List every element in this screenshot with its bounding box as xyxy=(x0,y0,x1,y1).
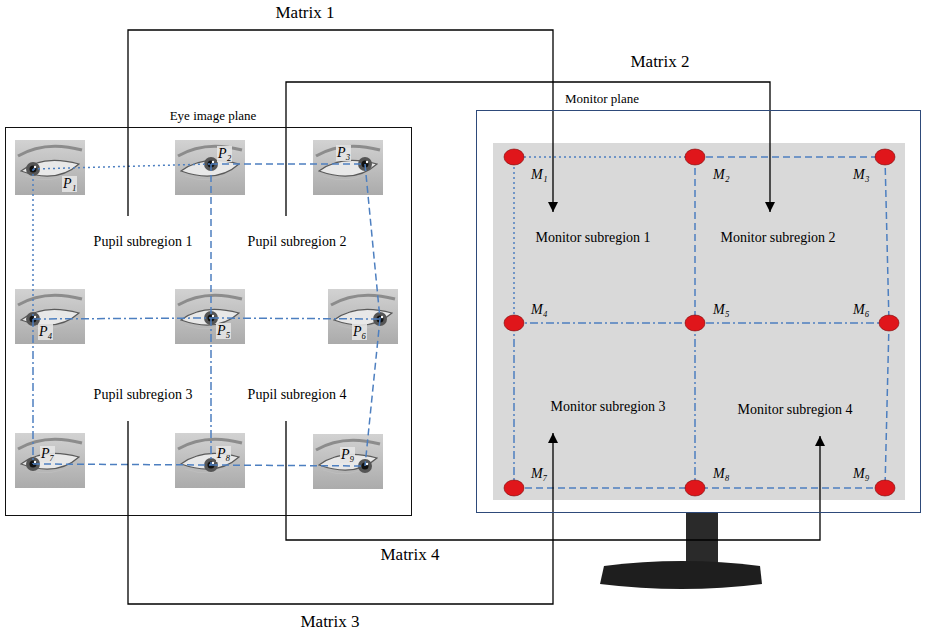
eye-thumbnail xyxy=(175,289,245,344)
pupil-subregion: Pupil subregion 3 xyxy=(86,369,201,421)
eye-thumbnail xyxy=(328,289,398,344)
calibration-dots xyxy=(504,149,899,496)
monitor-point-label: M₈ xyxy=(712,466,731,482)
region-label: Monitor subregion 3 xyxy=(550,399,665,415)
region-label: Pupil subregion 1 xyxy=(94,234,193,250)
matrix-connector xyxy=(128,30,553,216)
pupil-grid xyxy=(33,164,380,466)
monitor-point-label: M₇ xyxy=(530,466,549,482)
monitor-point-label: M₃ xyxy=(852,167,871,183)
matrix-label: Matrix 1 xyxy=(272,3,337,23)
monitor-point-label: M₁ xyxy=(530,167,549,183)
monitor-subregion: Monitor subregion 2 xyxy=(712,212,843,264)
monitor-point-label: M₄ xyxy=(530,302,549,318)
region-label: Monitor subregion 1 xyxy=(535,230,650,246)
plane-title: Eye image plane xyxy=(170,108,257,124)
monitor-subregion: Monitor subregion 3 xyxy=(542,381,673,433)
pupil-point-label: P₉ xyxy=(340,447,355,463)
pupil-subregion: Pupil subregion 1 xyxy=(86,216,201,268)
pupil-point-label: P₂ xyxy=(217,146,232,162)
pupil-point-label: P₆ xyxy=(352,324,367,340)
matrix-label: Matrix 3 xyxy=(297,612,362,632)
region-label: Monitor subregion 4 xyxy=(737,402,852,418)
monitor-point-label: M₂ xyxy=(712,167,731,183)
eye-thumbnail xyxy=(175,433,245,488)
monitor-screen xyxy=(493,143,905,500)
monitor-point-label: M₅ xyxy=(712,302,731,318)
pupil-subregion: Pupil subregion 2 xyxy=(240,216,355,268)
plane-title: Monitor plane xyxy=(565,91,639,107)
pupil-point-label: P₈ xyxy=(216,446,231,462)
pupil-point-label: P₁ xyxy=(62,176,77,192)
region-label: Monitor subregion 2 xyxy=(720,230,835,246)
region-label: Pupil subregion 4 xyxy=(248,387,347,403)
pupil-point-label: P₃ xyxy=(336,145,351,161)
monitor-stand xyxy=(600,513,762,589)
pupil-subregion: Pupil subregion 4 xyxy=(240,369,355,421)
pupil-point-label: P₄ xyxy=(38,324,53,340)
monitor-point-label: M₆ xyxy=(852,302,871,318)
monitor-point-label: M₉ xyxy=(852,466,871,482)
pupil-point-label: P₅ xyxy=(216,323,231,339)
monitor-subregion: Monitor subregion 4 xyxy=(729,384,860,436)
eye-thumbnail xyxy=(15,289,85,344)
eye-thumbnail xyxy=(15,433,85,488)
eye-thumbnail xyxy=(313,434,383,489)
eye-thumbnail xyxy=(175,140,245,195)
region-label: Pupil subregion 2 xyxy=(248,234,347,250)
matrix-label: Matrix 2 xyxy=(627,52,692,72)
monitor-subregion: Monitor subregion 1 xyxy=(527,212,658,264)
region-label: Pupil subregion 3 xyxy=(94,387,193,403)
monitor-grid xyxy=(514,157,889,488)
eye-thumbnail xyxy=(313,140,383,195)
matrix-label: Matrix 4 xyxy=(377,545,442,565)
matrix-connector xyxy=(286,421,820,540)
matrix-connector xyxy=(286,82,770,216)
pupil-point-label: P₇ xyxy=(40,446,55,462)
